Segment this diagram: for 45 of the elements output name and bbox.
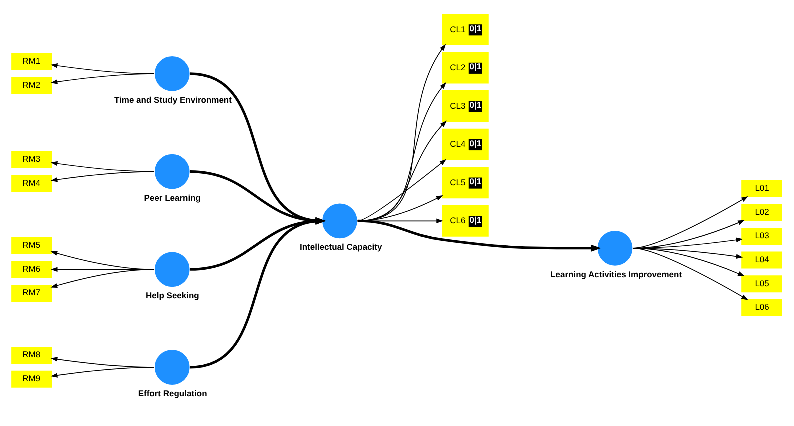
node-circle — [322, 203, 358, 238]
node-box: RM5 — [12, 236, 52, 254]
node-box: CL2 0|1 — [442, 52, 489, 84]
node-box: CL1 0|1 — [442, 13, 489, 45]
node-label: Help Seeking — [146, 290, 200, 300]
node-circle — [154, 252, 190, 287]
node-box: RM1 — [12, 53, 52, 70]
arrow — [50, 170, 155, 182]
node-box: L02 — [742, 204, 782, 221]
arrow — [190, 217, 326, 368]
node-box: L04 — [742, 251, 782, 268]
arrow — [50, 73, 155, 84]
node-box: CL3 0|1 — [442, 90, 489, 122]
node-circle — [598, 230, 633, 266]
node-box: RM8 — [12, 346, 52, 364]
node-box: CL4 0|1 — [442, 128, 489, 160]
node-box: RM6 — [12, 260, 52, 278]
node-box: RM7 — [12, 284, 52, 302]
node-box: CL5 0|1 — [442, 166, 489, 198]
node-circle — [154, 154, 190, 189]
arrow — [50, 266, 155, 272]
node-circle — [154, 56, 190, 91]
node-box: L05 — [742, 275, 782, 292]
arrow — [50, 250, 155, 270]
arrow — [358, 219, 602, 252]
node-box: L03 — [742, 227, 782, 244]
node-box: L06 — [742, 298, 782, 316]
node-box: CL6 0|1 — [442, 204, 489, 236]
node-label: Effort Regulation — [138, 388, 208, 398]
arrow — [190, 217, 326, 270]
node-box: RM2 — [12, 76, 52, 94]
node-box: RM4 — [12, 174, 52, 192]
arrow — [50, 268, 155, 288]
arrow — [190, 170, 326, 224]
node-box: RM3 — [12, 150, 52, 168]
node-label: Learning Activities Improvement — [550, 268, 682, 279]
arrow — [632, 247, 748, 300]
node-box: L01 — [742, 180, 782, 197]
arrow — [190, 72, 326, 224]
node-label: Time and Study Environment — [114, 94, 232, 104]
node-circle — [154, 350, 190, 384]
node-label: Peer Learning — [144, 192, 201, 202]
arrow — [50, 366, 155, 378]
node-box: RM9 — [12, 370, 52, 388]
node-label: Intellectual Capacity — [300, 242, 382, 252]
